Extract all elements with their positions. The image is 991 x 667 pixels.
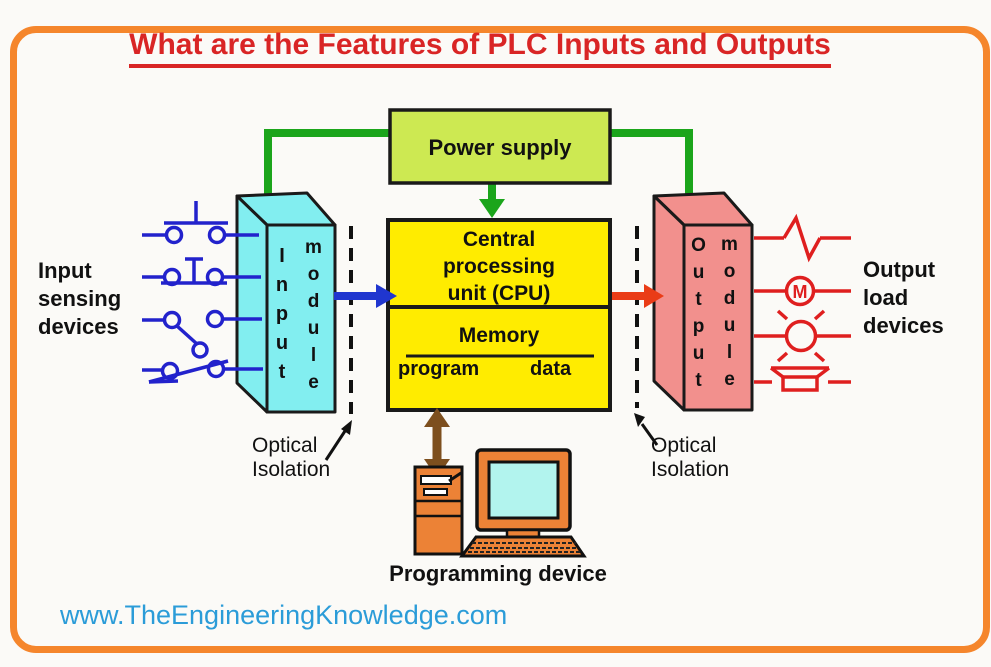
cpu-box [386,218,612,412]
output-devices-line1: Output [863,257,936,282]
programming-device-label: Programming device [389,561,607,586]
page-border-frame [10,26,990,653]
limit-switch-icon [142,359,263,384]
optiso-right-line1: Optical [651,434,717,457]
input-signal-arrow [334,284,397,308]
optiso-left-line1: Optical [252,434,318,457]
memory-program-label: program [398,358,480,380]
pushbutton-nc-icon [142,257,261,287]
input-module-word-module: module [303,237,324,399]
motor-letter: M [793,282,808,302]
desktop-computer-icon [413,448,587,558]
horn-icon [754,366,851,392]
website-url: www.TheEngineeringKnowledge.com [60,600,508,630]
memory-data-label: data [530,358,572,380]
optiso-right-line2: Isolation [651,458,730,481]
optical-isolation-label-left: Optical Isolation [252,434,330,482]
motor-icon: M [754,275,851,307]
output-load-devices-label: Output load devices [863,256,944,340]
surge-load-icon [754,213,851,263]
optiso-left-line2: Isolation [252,458,331,481]
output-devices-line3: devices [863,313,944,338]
output-signal-arrow [612,284,664,308]
cpu-label-line1: Central [462,228,536,251]
input-sensing-devices-label: Input sensing devices [38,257,121,341]
input-module-word-input: Input [271,245,293,390]
power-supply-box [388,108,612,185]
input-devices-line2: sensing [38,286,122,311]
power-arrow-center [479,183,505,218]
output-devices-line2: load [863,285,909,310]
cpu-label-line2: processing [442,255,556,278]
page-title: What are the Features of PLC Inputs and … [129,28,831,68]
optical-pointer-left [324,420,352,461]
cpu-label: Central processing unit (CPU) [388,226,610,307]
input-devices-line1: Input [38,258,92,283]
output-module-box [652,191,754,412]
input-module-box [235,191,337,414]
power-supply-label: Power supply [428,135,572,160]
input-devices-line3: devices [38,314,119,339]
output-module-word-module: module [719,234,740,396]
output-module-word-output: Output [688,235,709,397]
lamp-icon [754,309,851,363]
memory-label: Memory [458,324,540,347]
title-wrap: What are the Features of PLC Inputs and … [30,28,930,68]
pushbutton-no-icon [142,201,259,245]
optical-isolation-label-right: Optical Isolation [651,434,729,482]
optical-pointer-right [634,413,659,446]
cpu-label-line3: unit (CPU) [447,282,551,305]
level-switch-icon [142,309,262,359]
